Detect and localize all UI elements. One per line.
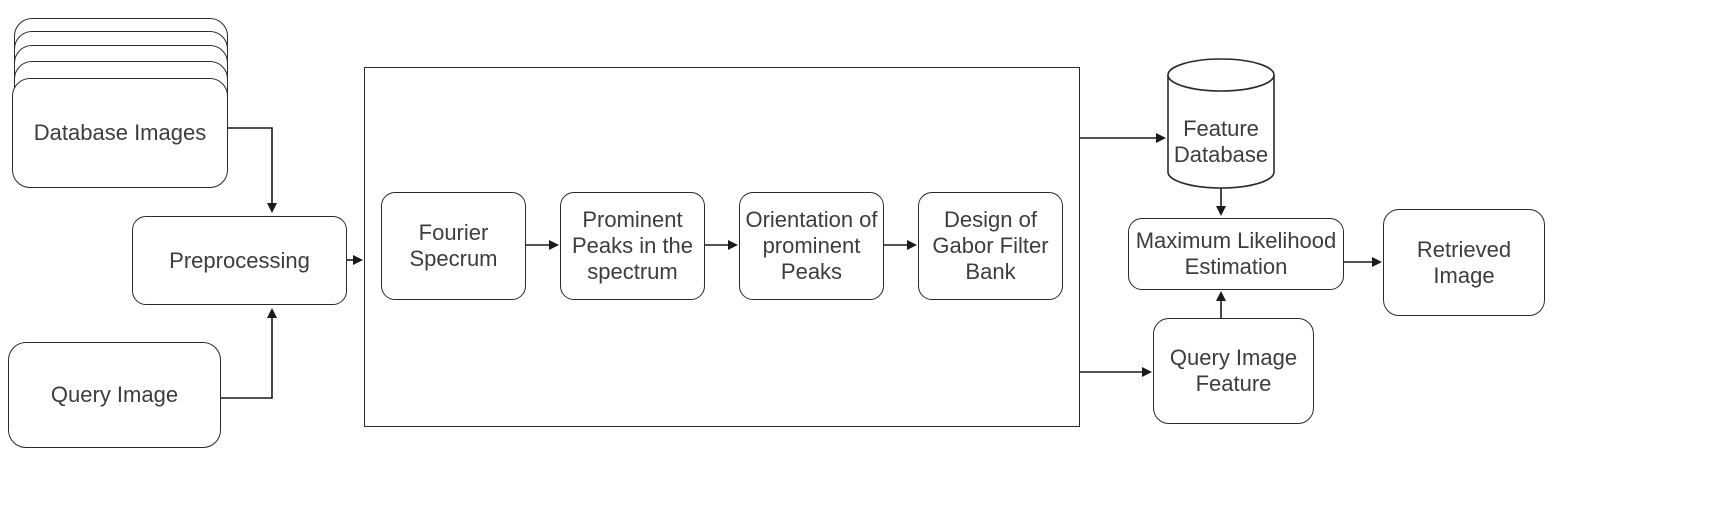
mle-node: Maximum Likelihood Estimation	[1128, 218, 1344, 290]
retrieved-image-label: Retrieved Image	[1416, 236, 1512, 288]
orientation-node: Orientation of prominent Peaks	[739, 192, 884, 300]
gabor-filter-bank-node: Design of Gabor Filter Bank	[918, 192, 1063, 300]
arrow-query-to-preprocessing	[221, 308, 277, 399]
gabor-filter-bank-label: Design of Gabor Filter Bank	[932, 207, 1049, 284]
query-image-feature-label: Query Image Feature	[1169, 345, 1298, 396]
mle-label: Maximum Likelihood Estimation	[1135, 228, 1337, 279]
fourier-spectrum-node: Fourier Specrum	[381, 192, 526, 300]
fourier-spectrum-label: Fourier Specrum	[409, 220, 498, 271]
preprocessing-node: Preprocessing	[132, 216, 347, 305]
retrieved-image-node: Retrieved Image	[1383, 209, 1545, 316]
orientation-label: Orientation of prominent Peaks	[745, 207, 878, 284]
preprocessing-label: Preprocessing	[169, 247, 310, 273]
query-image-feature-node: Query Image Feature	[1153, 318, 1314, 424]
feature-database-label: Feature Database	[1173, 116, 1269, 167]
query-image-label: Query Image	[50, 382, 179, 407]
prominent-peaks-node: Prominent Peaks in the spectrum	[560, 192, 705, 300]
database-images-label: Database Images	[33, 120, 207, 145]
prominent-peaks-label: Prominent Peaks in the spectrum	[571, 207, 694, 284]
arrow-database-to-preprocessing	[228, 127, 277, 213]
database-images-node: Database Images	[12, 78, 228, 188]
query-image-node: Query Image	[8, 342, 221, 448]
